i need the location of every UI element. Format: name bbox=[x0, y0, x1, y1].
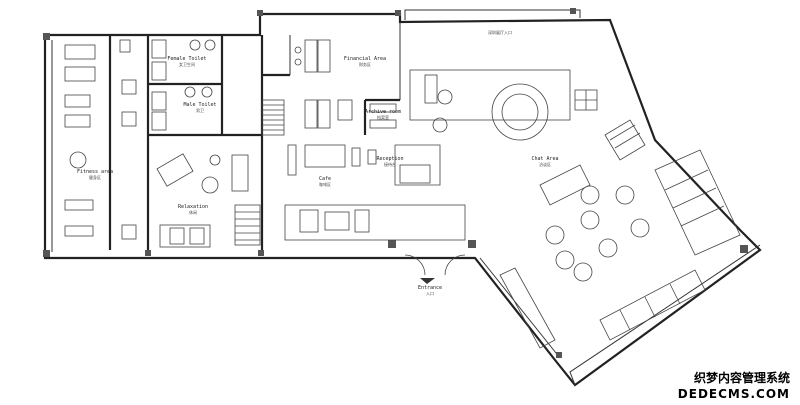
interior-walls bbox=[108, 22, 401, 250]
label-entrance-cn: 入口 bbox=[426, 291, 434, 296]
label-relaxation-cn: 休闲 bbox=[189, 209, 197, 215]
label-male-toilet-cn: 男卫 bbox=[196, 108, 204, 113]
label-reception: Reception bbox=[376, 156, 403, 162]
label-archive-room-cn: 档案室 bbox=[377, 114, 389, 120]
label-financial-area-cn: 财务区 bbox=[359, 61, 371, 67]
label-financial-area: Financial Area bbox=[344, 56, 386, 62]
label-cafe: Cafe bbox=[319, 176, 331, 182]
chat-area-furniture bbox=[491, 83, 741, 349]
chat-table-clusters bbox=[545, 185, 650, 282]
label-archive-room: Archive room bbox=[365, 109, 401, 115]
archive-shelves bbox=[369, 103, 397, 129]
label-female-toilet-cn: 女卫生间 bbox=[179, 61, 195, 67]
watermark-en: DEDECMS.COM bbox=[678, 387, 790, 401]
label-top-note: 深圳展厅入口 bbox=[488, 29, 512, 35]
label-female-toilet: Female Toilet bbox=[167, 56, 206, 62]
label-entrance: Entrance bbox=[418, 285, 442, 291]
label-fitness-area: Fitness area bbox=[77, 169, 113, 175]
watermark-cn: 织梦内容管理系统 bbox=[694, 370, 790, 385]
label-chat-area-cn: 洽谈区 bbox=[539, 161, 551, 167]
cafe-furniture bbox=[284, 144, 466, 241]
label-chat-area: Chat Area bbox=[531, 156, 558, 162]
label-cafe-cn: 咖啡区 bbox=[319, 181, 331, 187]
watermark: 织梦内容管理系统 DEDECMS.COM bbox=[678, 370, 790, 401]
entrance-door bbox=[404, 254, 466, 284]
stairs bbox=[234, 99, 646, 246]
toilet-fixtures bbox=[119, 39, 216, 131]
label-fitness-area-cn: 健身区 bbox=[89, 174, 101, 180]
label-relaxation: Relaxation bbox=[178, 204, 208, 210]
financial-desks bbox=[294, 39, 353, 129]
label-male-toilet: Male Toilet bbox=[183, 102, 216, 108]
reception-desk bbox=[367, 69, 571, 186]
label-reception-cn: 接待台 bbox=[384, 161, 396, 167]
room-labels: Female Toilet 女卫生间 Male Toilet 男卫 Financ… bbox=[77, 29, 559, 296]
fitness-equipment bbox=[64, 44, 137, 240]
outer-walls bbox=[43, 9, 762, 387]
relaxation-furniture bbox=[156, 153, 249, 248]
columns bbox=[43, 8, 748, 358]
